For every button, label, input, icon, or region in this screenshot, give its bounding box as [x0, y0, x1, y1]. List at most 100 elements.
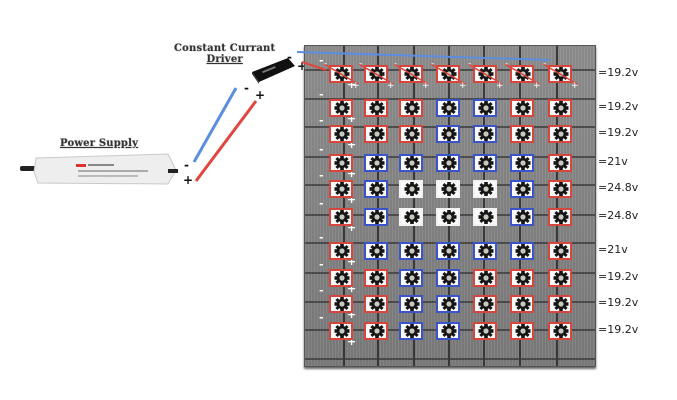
row-negative-sign: -: [319, 258, 324, 271]
led-blue: [436, 125, 460, 143]
row-voltage-label: =19.2v: [598, 66, 639, 79]
led-red: [329, 269, 353, 287]
led-chip-icon: [441, 182, 457, 196]
row-positive-sign: +: [347, 255, 357, 268]
led-blue: [436, 99, 460, 117]
led-blue: [473, 154, 497, 172]
power-supply-cable-left: [20, 166, 38, 171]
driver-label-line1: Constant Currant: [174, 43, 276, 54]
row-voltage-label: =19.2v: [598, 126, 639, 139]
led-red: [364, 65, 388, 83]
led-red: [548, 242, 572, 260]
led-chip-icon: [404, 67, 420, 81]
led-white: [399, 180, 423, 198]
led-red: [510, 125, 534, 143]
row-voltage-label: =19.2v: [598, 323, 639, 336]
led-red: [329, 180, 353, 198]
led-chip-icon: [515, 210, 531, 224]
led-chip-icon: [404, 156, 420, 170]
led-red: [548, 99, 572, 117]
led-chip-icon: [334, 271, 350, 285]
led-red: [548, 322, 572, 340]
led-red: [510, 322, 534, 340]
led-chip-icon: [515, 182, 531, 196]
led-chip-icon: [404, 297, 420, 311]
led-blue: [436, 322, 460, 340]
led-chip-icon: [334, 297, 350, 311]
led-chip-icon: [478, 271, 494, 285]
led-red: [473, 269, 497, 287]
led-chip-icon: [404, 210, 420, 224]
row-negative-sign: -: [319, 114, 324, 127]
led-chip-icon: [478, 156, 494, 170]
led-red: [548, 65, 572, 83]
panel-seam-vertical: [377, 46, 379, 366]
row-negative-sign: -: [319, 169, 324, 182]
row-negative-sign: -: [319, 197, 324, 210]
driver-label-line2: Driver: [206, 54, 243, 65]
led-chip-icon: [334, 156, 350, 170]
power-supply-cable-right: [168, 169, 178, 173]
panel-seam-vertical: [448, 46, 450, 366]
led-chip-icon: [369, 324, 385, 338]
led-red: [329, 208, 353, 226]
constant-current-driver: [248, 56, 298, 86]
led-chip-icon: [515, 324, 531, 338]
led-chip-icon: [334, 324, 350, 338]
led-white: [436, 208, 460, 226]
led-blue: [399, 322, 423, 340]
row-negative-sign: -: [319, 143, 324, 156]
led-chip-icon: [404, 127, 420, 141]
led-red: [548, 180, 572, 198]
led-panel: -+-+-+-+-+-+-+-+-+-+: [304, 45, 596, 367]
power-supply-body: [33, 153, 177, 185]
led-chip-icon: [515, 244, 531, 258]
led-blue: [399, 269, 423, 287]
positive-wire-supply-to-driver: [194, 100, 258, 182]
led-chip-icon: [478, 182, 494, 196]
led-blue: [510, 242, 534, 260]
led-chip-icon: [334, 182, 350, 196]
led-chip-icon: [515, 156, 531, 170]
led-blue: [364, 208, 388, 226]
led-red: [329, 99, 353, 117]
led-chip-icon: [441, 67, 457, 81]
led-chip-icon: [404, 324, 420, 338]
row-positive-sign: +: [347, 308, 357, 321]
led-chip-icon: [553, 271, 569, 285]
led-chip-icon: [515, 271, 531, 285]
led-red: [364, 125, 388, 143]
led-red: [548, 154, 572, 172]
led-chip-icon: [478, 101, 494, 115]
driver-input-negative-sign: -: [244, 81, 249, 95]
led-red: [473, 295, 497, 313]
led-red: [510, 269, 534, 287]
led-chip-icon: [515, 101, 531, 115]
led-chip-icon: [441, 101, 457, 115]
led-chip-icon: [334, 67, 350, 81]
led-chip-icon: [515, 67, 531, 81]
led-red: [329, 295, 353, 313]
led-blue: [399, 242, 423, 260]
led-chip-icon: [478, 324, 494, 338]
row-voltage-label: =19.2v: [598, 270, 639, 283]
panel-seam-vertical: [483, 46, 485, 366]
led-blue: [510, 208, 534, 226]
row-negative-sign: -: [319, 311, 324, 324]
led-chip-icon: [553, 67, 569, 81]
led-red: [364, 322, 388, 340]
led-white: [473, 180, 497, 198]
row-voltage-label: =19.2v: [598, 100, 639, 113]
led-chip-icon: [404, 271, 420, 285]
led-chip-icon: [369, 67, 385, 81]
driver-input-positive-sign: +: [255, 88, 266, 102]
led-white: [436, 180, 460, 198]
row-voltage-label: =21v: [598, 155, 628, 168]
led-red: [548, 295, 572, 313]
led-blue: [436, 269, 460, 287]
row-voltage-label: =24.8v: [598, 181, 639, 194]
led-chip-icon: [441, 156, 457, 170]
led-blue: [473, 99, 497, 117]
led-blue: [436, 295, 460, 313]
